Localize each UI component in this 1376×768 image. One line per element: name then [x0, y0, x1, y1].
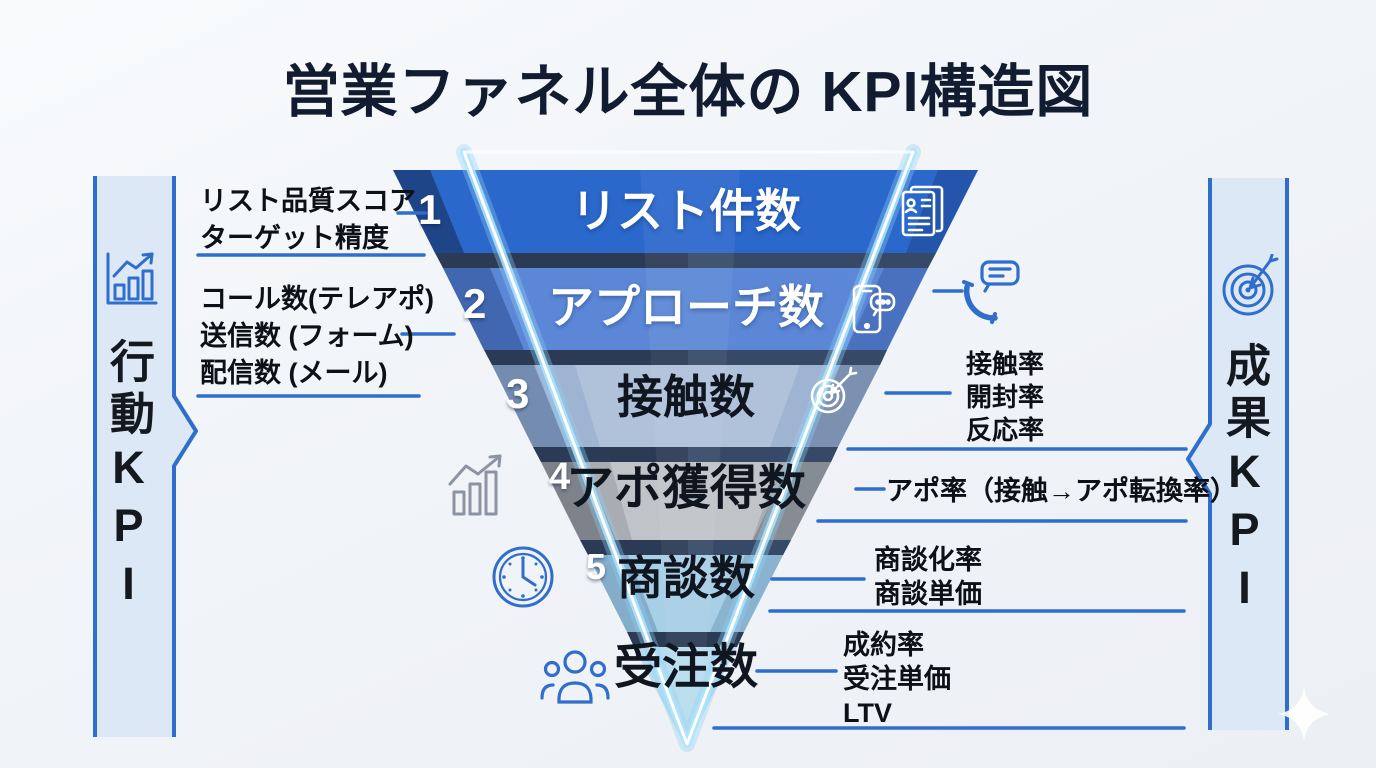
level-5-label: 商談数	[617, 552, 755, 604]
annotation-line: アポ率（接触→アポ転換率）	[886, 476, 1237, 506]
clock-icon	[492, 546, 554, 608]
annotation-line: 接触率	[966, 349, 1045, 379]
funnel-band-3	[492, 365, 880, 447]
level-5-number: 5	[586, 546, 607, 587]
annotation-line: 送信数 (フォーム)	[200, 321, 414, 351]
action-kpi-bar	[93, 176, 198, 737]
annotation-line: コール数(テレアポ)	[200, 284, 434, 314]
level-6-label: 受注数	[613, 641, 758, 694]
annotation-line: ターゲット精度	[200, 223, 389, 253]
annotation-line: リスト品質スコア	[200, 186, 416, 216]
action-kpi-bar-label: 行動KPI	[103, 338, 154, 616]
phone-chat-bubble-icon	[962, 260, 1020, 324]
annotation-line: 開封率	[966, 382, 1045, 412]
level-3-number: 3	[506, 370, 530, 417]
level-2-label: アプローチ数	[548, 281, 824, 333]
target-dart-icon	[810, 366, 858, 414]
action-kpi-block-2: コール数(テレアポ) 送信数 (フォーム) 配信数 (メール)	[200, 281, 434, 392]
funnel-band-1	[393, 170, 978, 253]
separator-5	[627, 632, 744, 647]
people-icon	[540, 650, 610, 704]
funnel-band-2	[443, 268, 928, 350]
funnel-band-4	[541, 462, 831, 540]
annotation-line: 反応率	[966, 415, 1045, 445]
level-1-label: リスト件数	[571, 185, 801, 237]
sparkle-icon	[1278, 688, 1330, 740]
connector-lines	[196, 211, 1188, 730]
glow-v-overlay	[456, 144, 921, 752]
level-1-number: 1	[418, 186, 442, 233]
annotation-line: 成約率	[843, 630, 924, 660]
annotation-line: 配信数 (メール)	[200, 358, 388, 388]
annotation-line: 商談化率	[874, 545, 982, 575]
level-2-number: 2	[463, 280, 487, 327]
document-list-icon	[901, 185, 944, 237]
smartphone-chat-icon	[852, 284, 896, 334]
level-4-number: 4	[549, 456, 571, 498]
result-kpi-bar-label: 成果KPI	[1219, 342, 1270, 620]
page-title: 営業ファネル全体の KPI構造図	[282, 60, 1094, 124]
result-kpi-block-3: 商談化率 商談単価	[874, 543, 982, 611]
action-kpi-block-1: リスト品質スコア ターゲット精度	[200, 183, 416, 257]
annotation-line: LTV	[843, 698, 892, 728]
funnel	[393, 170, 978, 748]
target-icon	[1222, 254, 1279, 316]
annotation-line: 受注単価	[843, 664, 951, 694]
result-kpi-block-2: アポ率（接触→アポ転換率）	[886, 473, 1237, 510]
level-4-label: アポ獲得数	[565, 462, 806, 515]
level-3-label: 接触数	[617, 371, 755, 423]
bar-chart-trend-icon	[106, 252, 158, 305]
result-kpi-block-4: 成約率 受注単価 LTV	[843, 628, 951, 730]
result-kpi-bar	[1186, 178, 1289, 730]
result-kpi-block-1: 接触率 開封率 反応率	[966, 348, 1044, 447]
annotation-line: 商談単価	[874, 579, 982, 609]
bar-chart-arrow-icon	[448, 454, 502, 516]
